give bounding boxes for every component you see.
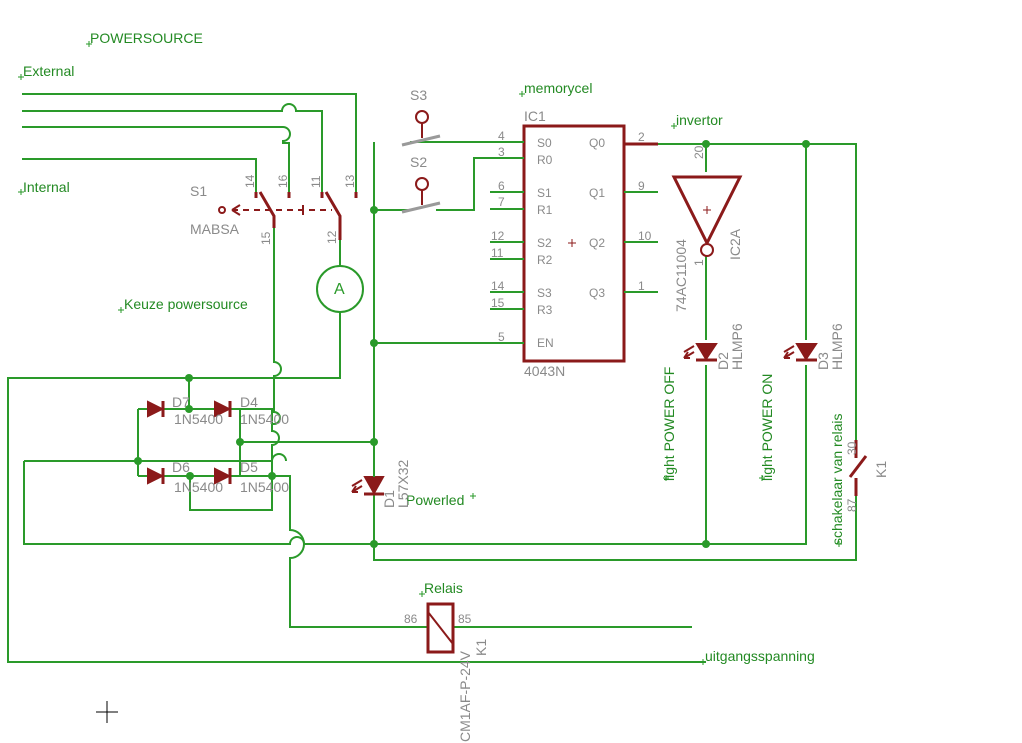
wires [7,93,857,663]
svg-text:EN: EN [537,336,554,350]
svg-text:Q1: Q1 [589,186,605,200]
k1-coil-ref: K1 [473,639,489,656]
svg-text:3: 3 [498,145,505,159]
ic1-value: 4043N [524,363,565,379]
label-light-power-on: light POWER ON [759,374,775,481]
svg-text:4: 4 [498,129,505,143]
svg-text:Q0: Q0 [589,136,605,150]
d1-ref: D1 [381,490,397,508]
k1-contact-ref: K1 [873,461,889,478]
svg-text:1: 1 [638,279,645,293]
s1-ref: S1 [190,183,207,199]
label-powersource: POWERSOURCE [90,30,203,46]
svg-text:14: 14 [491,279,505,293]
ic2-pin-in: 20 [692,145,706,159]
svg-text:7: 7 [498,195,505,209]
d2-ref: D2 [715,352,731,370]
d1-value: L57X32 [395,460,411,508]
d4-ref: D4 [240,394,258,410]
ic1-4043n [490,124,658,363]
k1-coil-value: CM1AF-P-24V [457,650,473,742]
ic2-value: 74AC11004 [673,239,689,312]
svg-text:12: 12 [491,229,505,243]
svg-text:S3: S3 [537,286,552,300]
k1-pin-86: 86 [404,612,418,626]
svg-text:R1: R1 [537,203,553,217]
ammeter-symbol: A [334,281,345,298]
d6-ref: D6 [172,459,190,475]
svg-text:R3: R3 [537,303,553,317]
d4-value: 1N5400 [240,411,289,427]
led-d1 [351,442,385,496]
d5-value: 1N5400 [240,479,289,495]
label-keuze-powersource: Keuze powersource [124,296,248,312]
s1-pin-14: 14 [243,174,257,188]
svg-text:2: 2 [638,130,645,144]
label-external: External [23,63,74,79]
relay-k1-contact [848,440,868,496]
s1-pin-16: 16 [276,174,290,188]
label-invertor: invertor [676,112,723,128]
svg-text:6: 6 [498,179,505,193]
s1-pin-11: 11 [309,175,323,188]
s2-ref: S2 [410,154,427,170]
pushbutton-s2[interactable] [401,177,441,214]
label-schakelaar-van-relais: schakelaar van relais [829,413,845,545]
svg-text:5: 5 [498,330,505,344]
k1-pin-87: 87 [845,498,859,512]
svg-text:Q2: Q2 [589,236,605,250]
led-d2 [683,343,718,362]
led-d3 [783,343,818,362]
svg-text:15: 15 [491,296,505,310]
s1-pin-12: 12 [325,230,339,244]
k1-pin-30: 30 [845,441,859,455]
svg-text:S1: S1 [537,186,552,200]
d5-ref: D5 [240,459,258,475]
label-memorycel: memorycel [524,80,592,96]
ic1-left-pins: 4 S0 3 R0 6 S1 7 R1 12 S2 11 R2 14 S3 15… [491,129,554,350]
pushbutton-s3[interactable] [401,110,441,147]
ic2-ref: IC2A [727,228,743,260]
d3-value: HLMP6 [829,323,845,370]
svg-text:Q3: Q3 [589,286,605,300]
d7-ref: D7 [172,394,190,410]
d6-value: 1N5400 [174,479,223,495]
s1-value: MABSA [190,221,240,237]
s3-ref: S3 [410,87,427,103]
label-light-power-off: light POWER OFF [661,367,677,481]
svg-text:10: 10 [638,229,652,243]
d3-ref: D3 [815,352,831,370]
diode-d4 [214,400,232,418]
svg-text:R2: R2 [537,253,553,267]
label-uitgangsspanning: uitgangsspanning [705,648,815,664]
diode-d7 [147,400,165,418]
ammeter [316,265,364,313]
markers [18,41,842,723]
ic1-right-pins: 2 Q0 9 Q1 10 Q2 1 Q3 [589,130,652,300]
switch-s1[interactable] [218,191,358,240]
inverter-ic2a [671,175,743,257]
ic1-ref: IC1 [524,108,546,124]
k1-pin-85: 85 [458,612,472,626]
diode-d6 [147,467,165,485]
svg-text:R0: R0 [537,153,553,167]
label-relais: Relais [424,580,463,596]
relay-k1-coil [426,602,455,654]
diode-d5 [214,467,232,485]
label-powerled: Powerled [406,492,464,508]
ic2-pin-out: 1 [692,259,706,266]
s1-pin-13: 13 [343,174,357,188]
bridge-rectifier [147,400,241,485]
s1-pin-15: 15 [259,231,273,245]
d2-value: HLMP6 [729,323,745,370]
svg-text:S2: S2 [537,236,552,250]
svg-text:11: 11 [491,246,504,260]
junctions [134,140,810,548]
svg-text:S0: S0 [537,136,552,150]
svg-text:9: 9 [638,179,645,193]
label-internal: Internal [23,179,70,195]
d7-value: 1N5400 [174,411,223,427]
